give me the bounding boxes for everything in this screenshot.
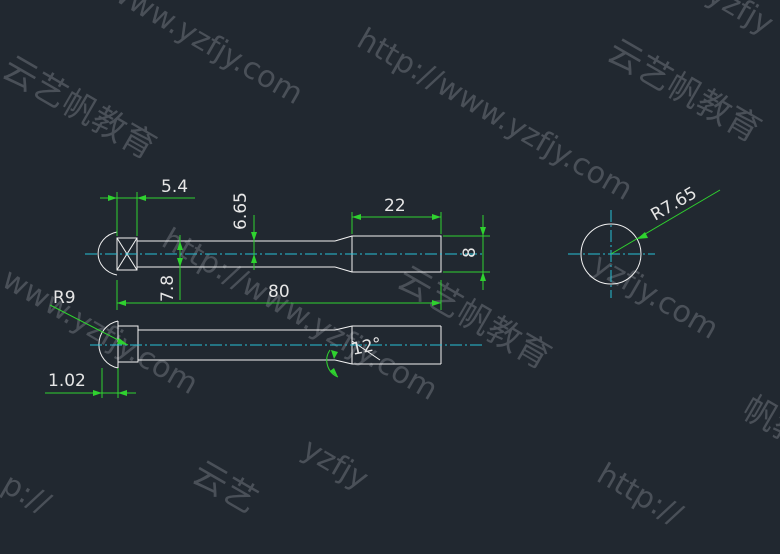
watermark-domain-4: yzfjy	[296, 432, 374, 497]
dim-7.8-label: 7.8	[158, 275, 178, 302]
dim-angle-arrow-1	[331, 350, 338, 359]
dim-6.65-arrow-2	[251, 254, 257, 263]
watermark-url-1: http://www.yzfjy.com	[351, 22, 639, 208]
watermark-brand-4: 帆教育	[736, 388, 780, 474]
taper-bottom	[334, 266, 353, 273]
dim-22-arrow-2	[432, 214, 441, 220]
dim-22-arrow-1	[352, 214, 361, 220]
dim-6.65-label: 6.65	[231, 192, 251, 230]
bolt-upper-view	[85, 231, 485, 276]
watermark-yzfjy-top: yzfjy	[701, 0, 779, 42]
dim-r9-leader	[49, 304, 129, 346]
dim-5.4-label: 5.4	[161, 177, 188, 197]
dim-7.8-arrow-2	[177, 258, 183, 267]
dim-r7.65-arrow	[637, 232, 648, 239]
dim-6.65-arrow-1	[251, 232, 257, 241]
watermark-brand-3: 云艺帆教育	[391, 258, 558, 378]
watermark-brand-1: 云艺帆教育	[0, 48, 163, 168]
dim-5.4-arrow-2	[137, 195, 146, 201]
dim-8-arrow-2	[480, 272, 486, 281]
lower-taper-top	[334, 325, 353, 331]
dim-angle-arc	[326, 349, 339, 378]
watermark-domain-2: yzfjy.com	[586, 247, 724, 347]
lower-taper-bottom	[334, 359, 353, 365]
dim-1.02-arrow-1	[93, 390, 102, 396]
watermark-domain-1: www.yzfjy.com	[101, 0, 309, 112]
dim-22-label: 22	[384, 196, 406, 216]
watermark-url-2: http://www.yzfjy.com	[156, 222, 444, 408]
dim-r9-arrow	[117, 338, 128, 345]
dim-r7.65-leader	[610, 189, 721, 255]
dim-80-arrow-1	[117, 300, 126, 306]
dim-7.8-arrow-1	[177, 241, 183, 250]
watermark-brand-2: 云艺帆教育	[601, 31, 768, 151]
end-view-circle	[580, 223, 642, 285]
chamfer-line	[351, 340, 381, 361]
watermark-url-3: http://	[591, 457, 689, 534]
dim-r7.65-label: R7.65	[648, 183, 701, 225]
watermark-url-4: p://	[0, 467, 57, 522]
dim-80-label: 80	[268, 282, 290, 302]
dim-angle-arrow-2	[330, 368, 338, 377]
watermark-brand-5: 云艺	[186, 453, 265, 522]
dim-8-label: 8	[460, 247, 480, 258]
dim-5.4-arrow-1	[108, 195, 117, 201]
dim-1.02-label: 1.02	[48, 371, 86, 391]
dim-r9-label: R9	[53, 288, 76, 308]
bolt-head-dome	[97, 231, 118, 276]
taper-top	[334, 235, 353, 242]
dim-80-arrow-2	[432, 300, 441, 306]
dim-1.02-arrow-2	[118, 390, 127, 396]
bolt-lower-view	[90, 320, 485, 369]
dim-8-arrow-1	[480, 227, 486, 236]
